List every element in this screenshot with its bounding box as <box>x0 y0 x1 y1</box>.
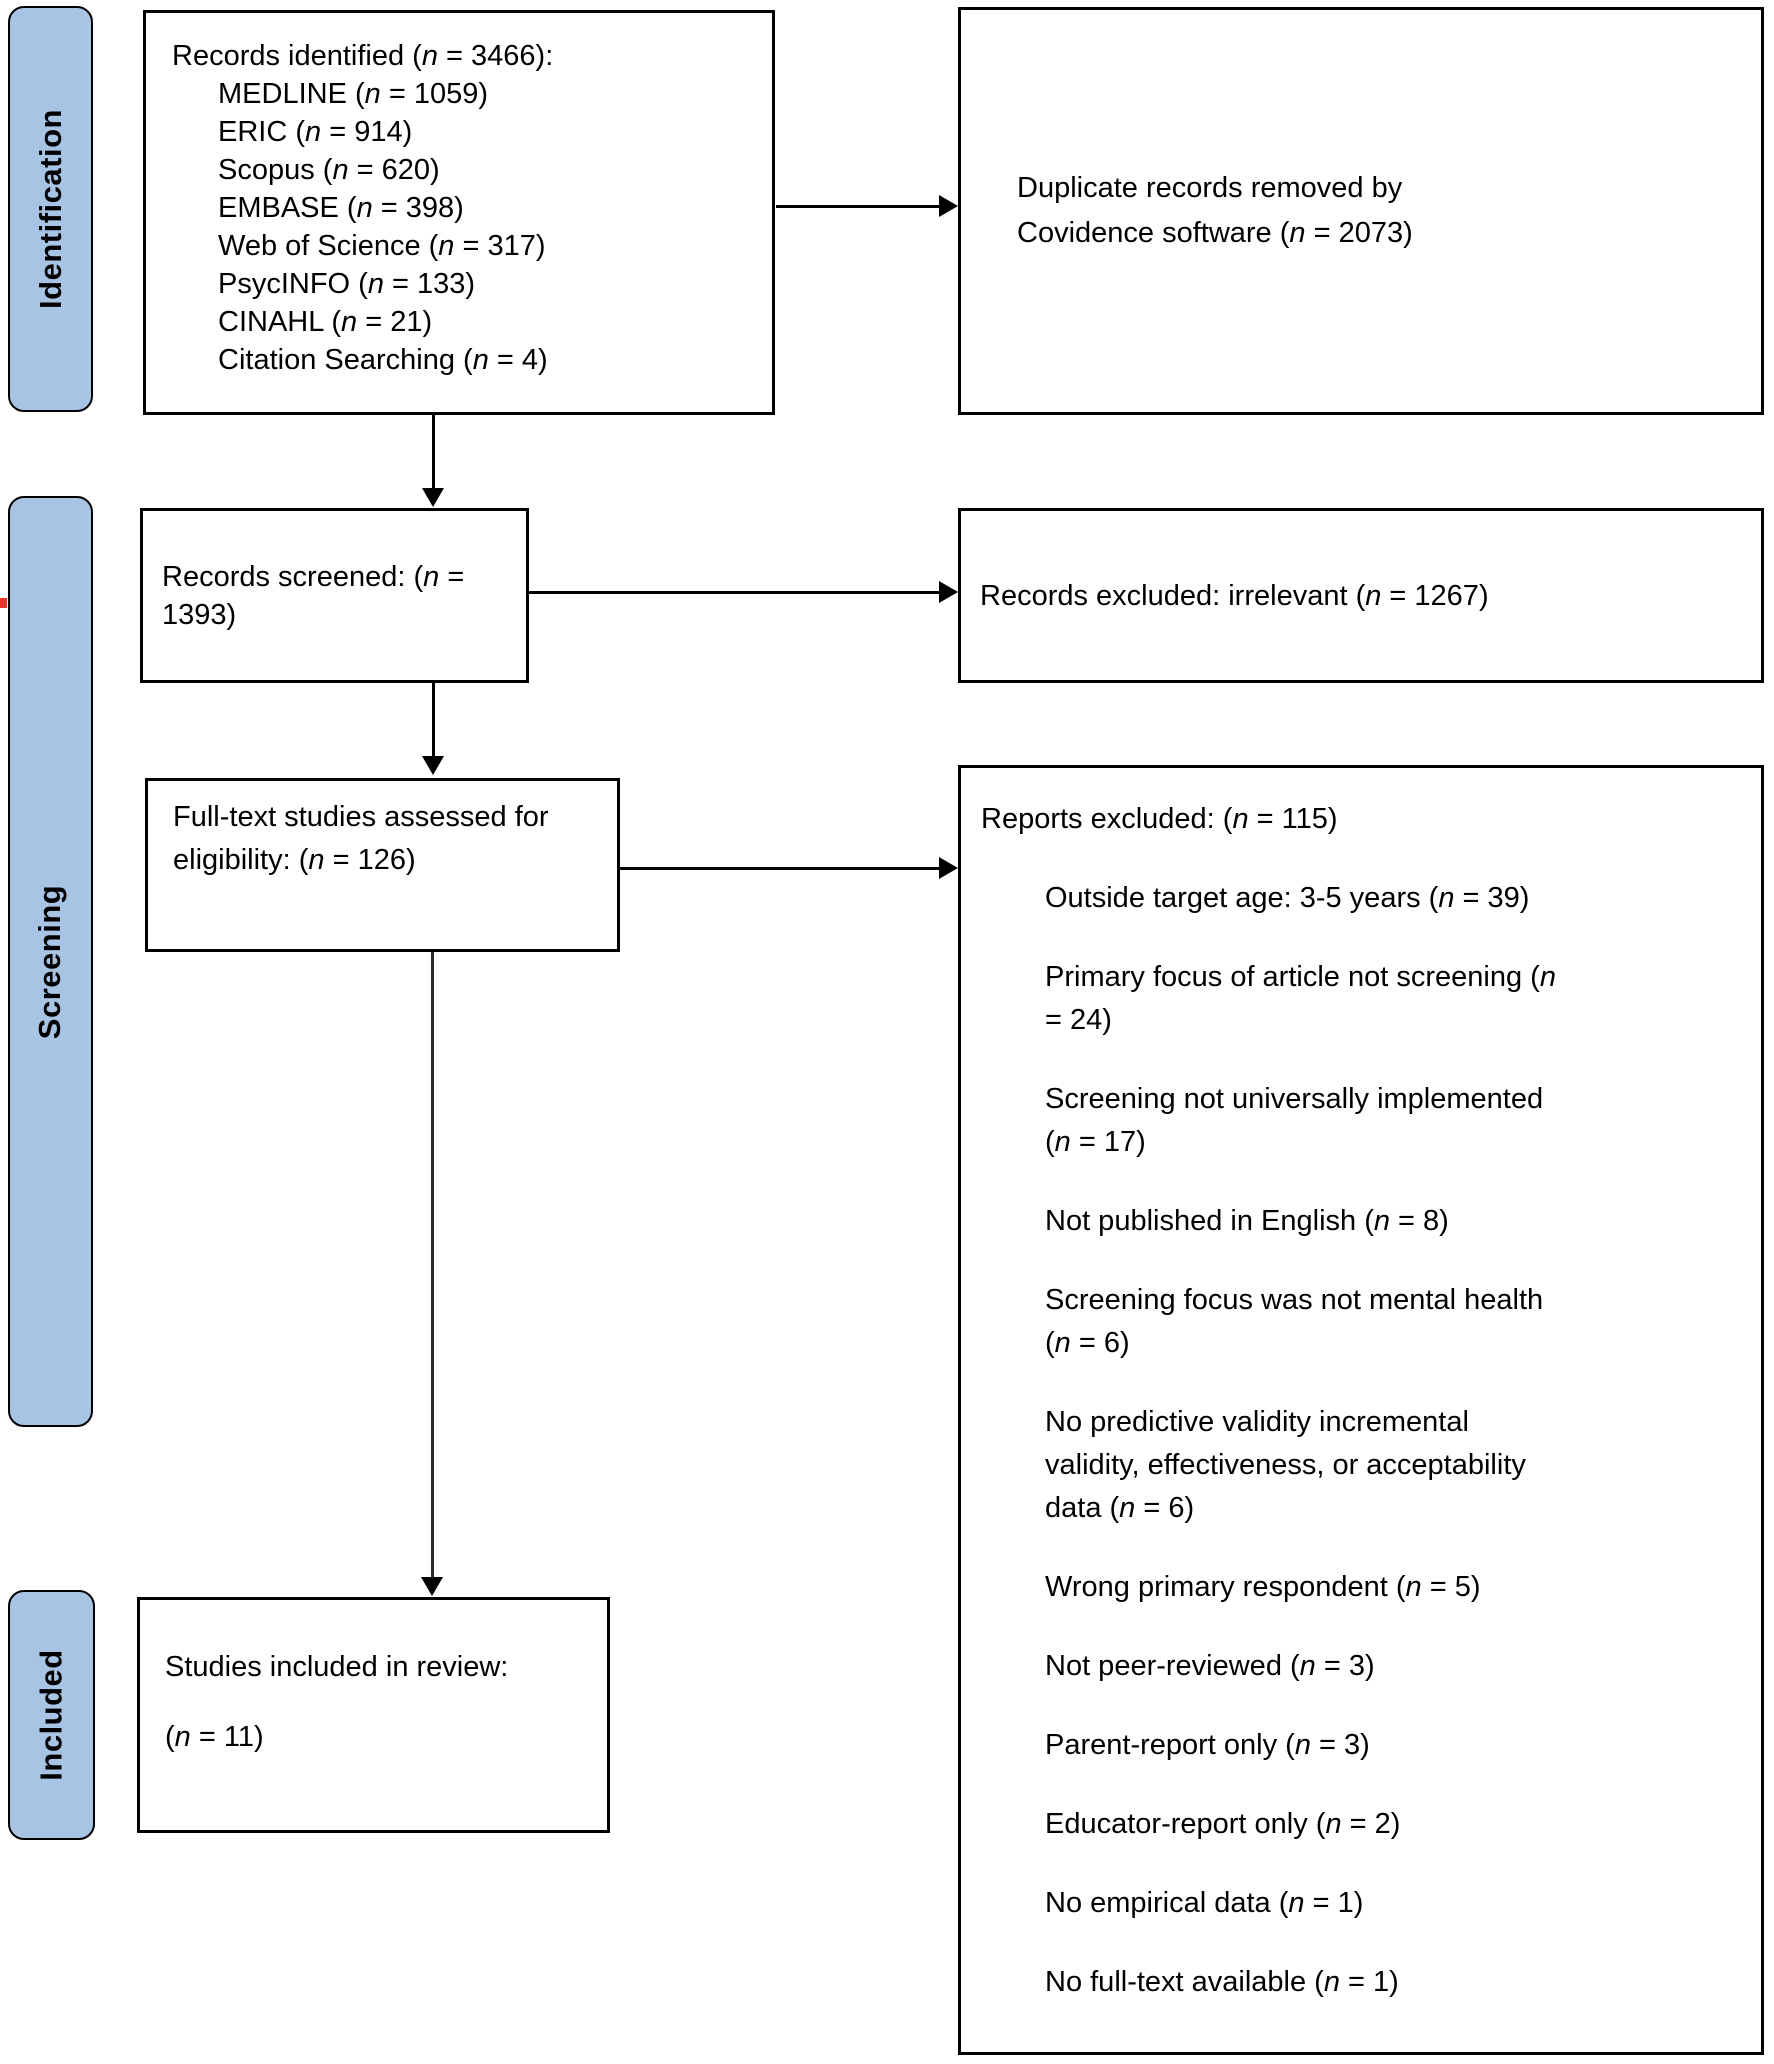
exclusion-reason: No empirical data (n = 1) <box>1045 1887 1364 1919</box>
arrow-screened-to-fulltext <box>432 683 435 759</box>
records-excluded-text: Records excluded: irrelevant (n = 1267) <box>980 579 1489 612</box>
reports-excluded-title: Reports excluded: (n = 115) <box>981 803 1338 835</box>
studies-included-count: (n = 11) <box>165 1721 264 1753</box>
arrow-fulltext-to-reports-excluded <box>620 867 941 870</box>
arrowhead-screened-to-fulltext <box>422 756 444 775</box>
stage-label-included: Included <box>8 1590 95 1840</box>
arrowhead-identified-to-duplicates <box>939 195 958 217</box>
source-item: Scopus (n = 620) <box>218 154 440 186</box>
exclusion-reason: Screening not universally implemented (n… <box>1045 1083 1544 1158</box>
box-records-identified: Records identified (n = 3466): MEDLINE (… <box>143 10 775 415</box>
exclusion-reason: Not peer-reviewed (n = 3) <box>1045 1650 1375 1682</box>
arrowhead-fulltext-to-included <box>421 1577 443 1596</box>
arrow-fulltext-to-included <box>431 952 434 1579</box>
exclusion-reason: Screening focus was not mental health (n… <box>1045 1284 1544 1359</box>
exclusion-reason: Parent-report only (n = 3) <box>1045 1729 1370 1761</box>
arrowhead-screened-to-excluded <box>939 581 958 603</box>
arrow-identified-to-duplicates <box>776 205 942 208</box>
stage-label-screening: Screening <box>8 496 93 1427</box>
red-scan-artifact <box>0 598 7 608</box>
stage-label-identification: Identification <box>8 6 93 412</box>
box-reports-excluded: Reports excluded: (n = 115) Outside targ… <box>958 765 1764 2055</box>
records-identified-title: Records identified (n = 3466): <box>172 40 554 72</box>
box-studies-included: Studies included in review: (n = 11) <box>137 1597 610 1833</box>
source-item: MEDLINE (n = 1059) <box>218 78 489 110</box>
exclusion-reason: Not published in English (n = 8) <box>1045 1205 1449 1237</box>
records-screened-text: Records screened: (n = 1393) <box>162 560 465 631</box>
exclusion-reason: Wrong primary respondent (n = 5) <box>1045 1571 1481 1603</box>
arrowhead-identified-to-screened <box>422 488 444 507</box>
studies-included-title: Studies included in review: <box>165 1651 509 1683</box>
exclusion-reason: No predictive validity incremental valid… <box>1045 1406 1526 1524</box>
source-item: ERIC (n = 914) <box>218 116 413 148</box>
source-item: CINAHL (n = 21) <box>218 306 433 338</box>
box-duplicates-removed: Duplicate records removed by Covidence s… <box>958 7 1764 415</box>
stage-label-identification-text: Identification <box>32 109 68 309</box>
exclusion-reason: No full-text available (n = 1) <box>1045 1966 1399 1998</box>
exclusion-reason: Outside target age: 3-5 years (n = 39) <box>1045 882 1530 914</box>
arrow-screened-to-excluded <box>529 591 941 594</box>
box-records-screened: Records screened: (n = 1393) <box>140 508 529 683</box>
source-item: PsycINFO (n = 133) <box>218 268 476 300</box>
exclusion-reason: Primary focus of article not screening (… <box>1045 961 1556 1036</box>
arrow-identified-to-screened <box>432 415 435 491</box>
arrowhead-fulltext-to-reports-excluded <box>939 857 958 879</box>
box-fulltext-assessed: Full-text studies assessed for eligibili… <box>145 778 620 952</box>
exclusion-reason: Educator-report only (n = 2) <box>1045 1808 1401 1840</box>
source-item: EMBASE (n = 398) <box>218 192 464 224</box>
box-records-excluded: Records excluded: irrelevant (n = 1267) <box>958 508 1764 683</box>
stage-label-screening-text: Screening <box>32 884 68 1039</box>
duplicates-removed-text: Duplicate records removed by Covidence s… <box>1017 172 1413 249</box>
source-item: Web of Science (n = 317) <box>218 230 546 262</box>
source-item: Citation Searching (n = 4) <box>218 344 548 376</box>
stage-label-included-text: Included <box>33 1649 69 1781</box>
